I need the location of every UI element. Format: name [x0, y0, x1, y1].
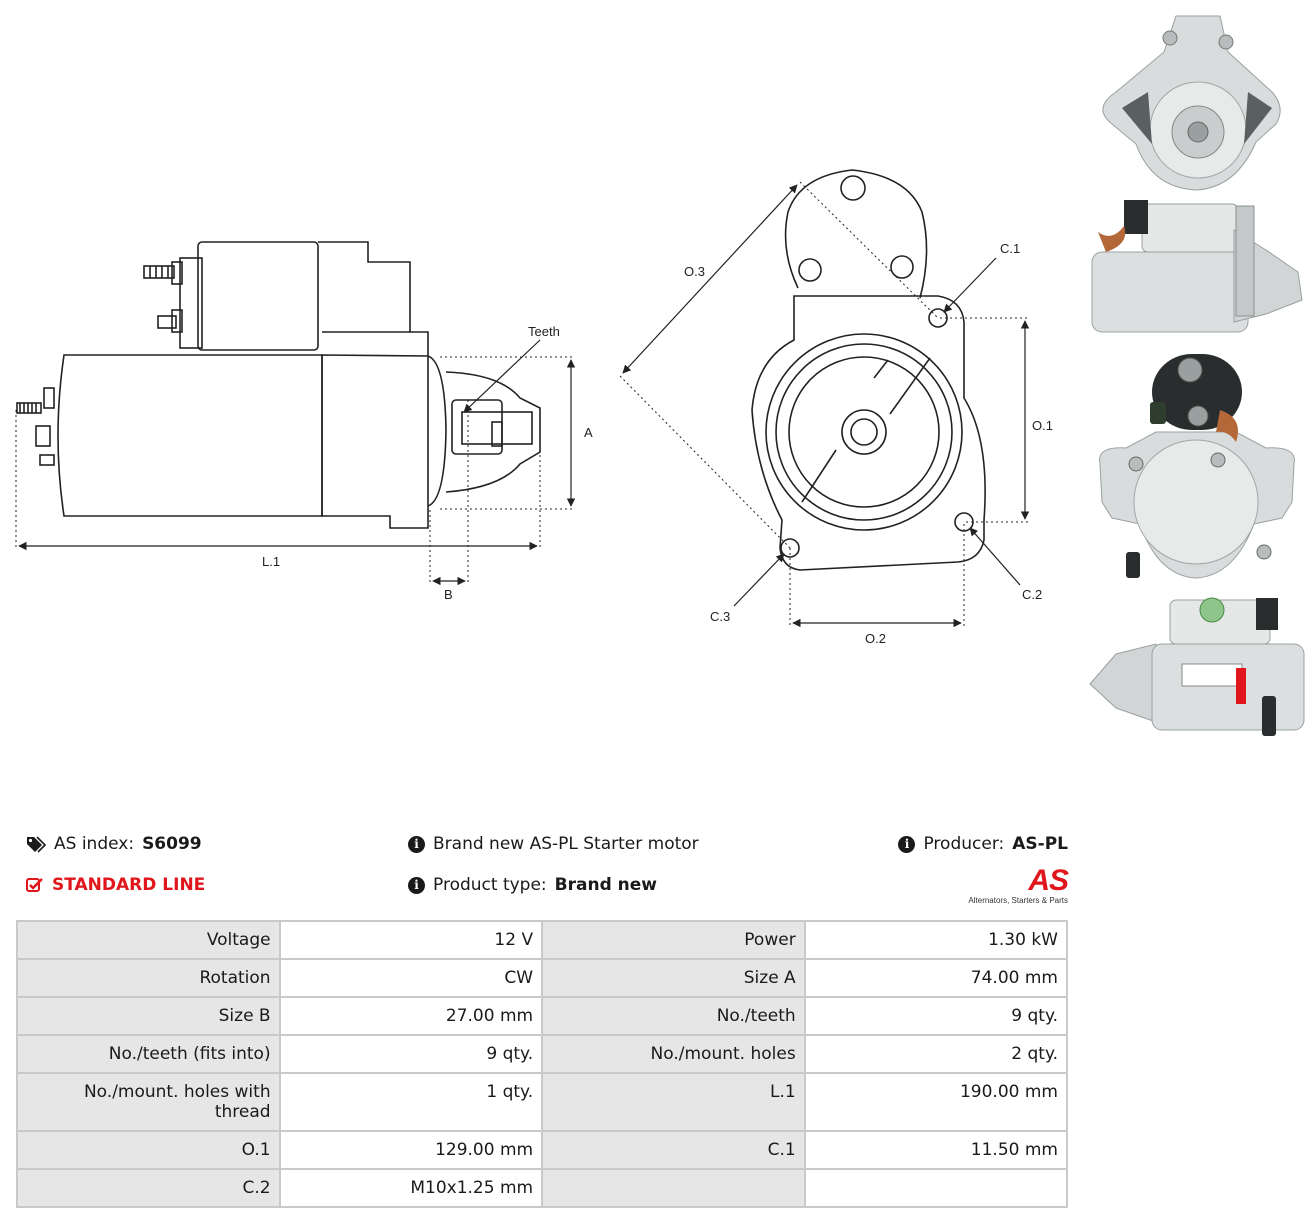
spec-value: 1.30 kW [803, 920, 1069, 960]
tag-icon [27, 835, 46, 853]
dim-label-c1: C.1 [1000, 241, 1020, 256]
as-index: AS index: S6099 [26, 834, 202, 854]
as-index-value: S6099 [142, 834, 202, 854]
product-photo-rear[interactable] [1086, 352, 1308, 584]
spec-value: 74.00 mm [803, 958, 1069, 998]
producer: i Producer: AS-PL [898, 834, 1068, 854]
dim-label-c2: C.2 [1022, 587, 1042, 602]
logo-mark: AS [1028, 864, 1069, 897]
spec-value: 190.00 mm [803, 1072, 1069, 1132]
product-type-label: Product type: [433, 875, 547, 895]
spec-value: 27.00 mm [278, 996, 544, 1036]
spec-value: 2 qty. [803, 1034, 1069, 1074]
spec-value: CW [278, 958, 544, 998]
spec-key: No./mount. holes with thread [16, 1072, 281, 1132]
producer-value: AS-PL [1012, 834, 1068, 854]
logo-tagline: Alternators, Starters & Parts [968, 896, 1068, 905]
spec-value: 1 qty. [278, 1072, 544, 1132]
spec-value: 129.00 mm [278, 1130, 544, 1170]
spec-key: Size A [541, 958, 806, 998]
as-index-label: AS index: [54, 834, 135, 854]
producer-label: Producer: [923, 834, 1005, 854]
info-icon: i [408, 835, 425, 853]
spec-value [803, 1168, 1069, 1208]
front-view [751, 169, 986, 571]
dim-label-c3: C.3 [710, 609, 730, 624]
dim-label-o3: O.3 [684, 264, 705, 279]
standard-line: STANDARD LINE [26, 875, 205, 895]
product-type: i Product type: Brand new [408, 875, 657, 895]
dim-label-b: B [444, 587, 453, 602]
spec-value: M10x1.25 mm [278, 1168, 544, 1208]
spec-row: No./teeth (fits into)9 qty.No./mount. ho… [16, 1034, 1069, 1074]
product-photo-front[interactable] [1086, 12, 1308, 194]
dim-label-teeth: Teeth [528, 324, 560, 339]
spec-value: 11.50 mm [803, 1130, 1069, 1170]
product-type-value: Brand new [554, 875, 657, 895]
product-info: AS index: S6099 STANDARD LINE i Brand ne… [16, 830, 1069, 910]
brand-logo: AS Alternators, Starters & Parts [968, 864, 1069, 906]
spec-key: Size B [16, 996, 281, 1036]
description-text: Brand new AS-PL Starter motor [433, 834, 699, 854]
spec-key: No./teeth [541, 996, 806, 1036]
dim-label-o2: O.2 [865, 631, 886, 646]
side-view [16, 241, 541, 529]
spec-key: No./teeth (fits into) [16, 1034, 281, 1074]
spec-key: Power [541, 920, 806, 960]
spec-key: L.1 [541, 1072, 806, 1132]
spec-key: C.1 [541, 1130, 806, 1170]
spec-value: 9 qty. [278, 1034, 544, 1074]
standard-line-label: STANDARD LINE [52, 875, 206, 895]
spec-value: 12 V [278, 920, 544, 960]
info-icon: i [408, 876, 425, 894]
side-view-dimensions: A L.1 B Teeth [15, 324, 593, 602]
spec-key [541, 1168, 806, 1208]
info-icon: i [898, 835, 916, 853]
product-photo-label-side[interactable] [1086, 596, 1308, 742]
spec-key: O.1 [16, 1130, 281, 1170]
spec-key: Rotation [16, 958, 281, 998]
dim-label-o1: O.1 [1032, 418, 1053, 433]
technical-drawing: A L.1 B Teeth O.3 [15, 169, 1053, 646]
spec-value: 9 qty. [803, 996, 1069, 1036]
dim-label-l1: L.1 [262, 554, 280, 569]
checkbox-icon [26, 878, 43, 892]
spec-key: No./mount. holes [541, 1034, 806, 1074]
description: i Brand new AS-PL Starter motor [408, 834, 699, 854]
product-photo-side[interactable] [1086, 196, 1308, 338]
spec-key: C.2 [16, 1168, 281, 1208]
front-view-dimensions: O.3 O.1 O.2 C.1 C.2 C.3 [619, 181, 1053, 646]
spec-key: Voltage [16, 920, 281, 960]
dim-label-a: A [584, 425, 593, 440]
